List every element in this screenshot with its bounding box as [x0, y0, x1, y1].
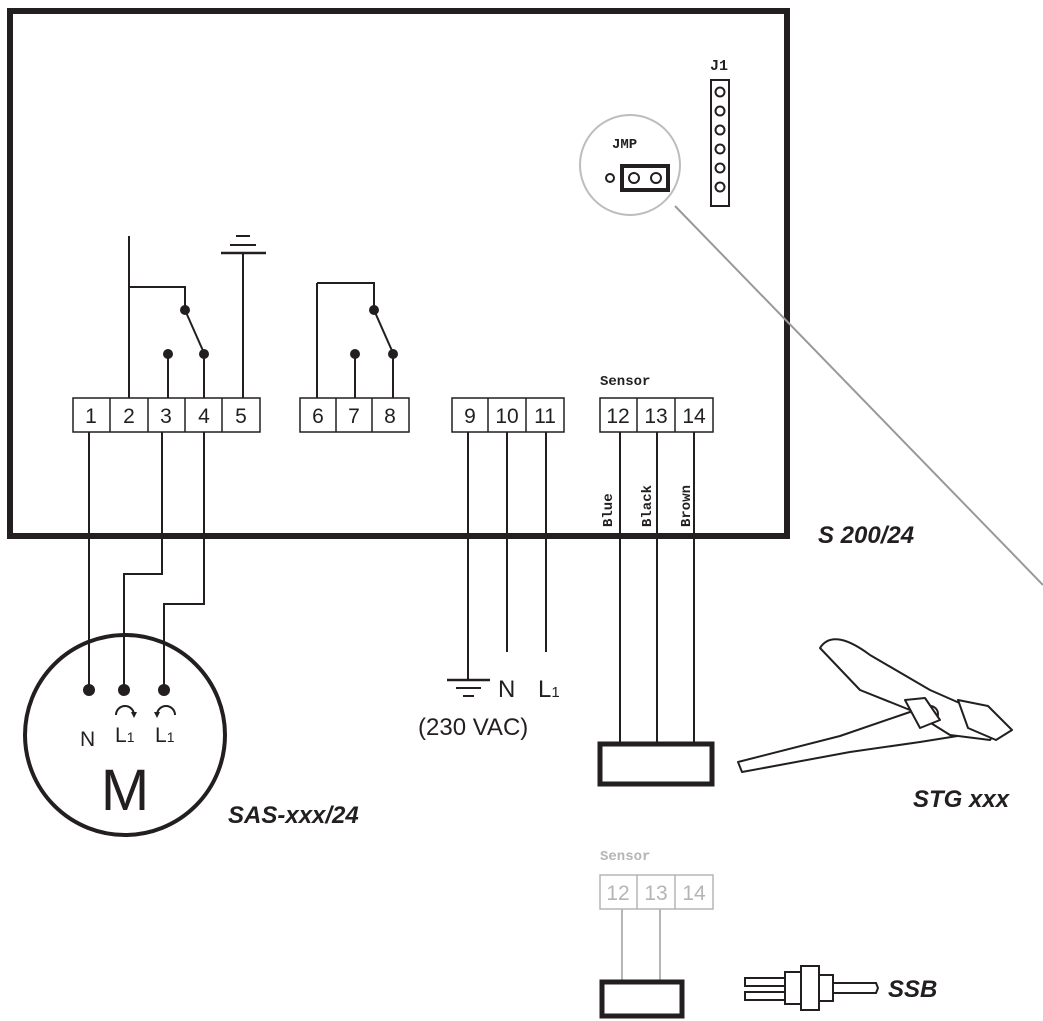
terminal-label: 5	[235, 405, 247, 428]
alt-sensor-label: Sensor	[600, 849, 650, 865]
alt-terminal-block	[599, 874, 714, 910]
counterclockwise-arrow-icon	[156, 705, 176, 716]
jumper-pins	[605, 164, 670, 192]
ssb-model-label: SSB	[888, 976, 937, 1003]
motor-model-label: SAS-xxx/24	[228, 802, 359, 829]
terminal-label: 4	[198, 405, 210, 428]
terminal-label: 6	[312, 405, 324, 428]
power-n-label: N	[498, 676, 515, 703]
terminal-label: 2	[123, 405, 135, 428]
motor-wiring	[88, 432, 205, 690]
clamp-sensor-model-label: STG xxx	[913, 786, 1011, 813]
terminal-label: 11	[534, 405, 556, 428]
alt-sensor-box	[599, 979, 685, 1019]
j1-label: J1	[710, 58, 728, 75]
alt-terminal-label: 13	[644, 882, 667, 905]
terminal-label: 7	[348, 405, 360, 428]
ground-symbol-terminal-5	[221, 235, 266, 398]
controller-model-label: S 200/24	[818, 522, 914, 549]
terminal-label: 3	[160, 405, 172, 428]
wire-color-label: Blue	[601, 493, 617, 527]
ssb-switch-icon	[744, 965, 880, 1011]
ground-symbol-power	[447, 678, 490, 697]
terminal-label: 8	[384, 405, 396, 428]
motor-symbol: M	[101, 758, 149, 823]
j1-pin-header	[710, 79, 730, 207]
jmp-label: JMP	[612, 137, 637, 153]
motor-n-label: N	[80, 728, 95, 751]
sensor-wiring	[619, 432, 695, 744]
motor-circle	[23, 633, 227, 837]
wire-color-label: Black	[640, 485, 656, 527]
power-wiring	[467, 432, 547, 680]
terminal-label: 12	[606, 405, 629, 428]
wire-color-label: Brown	[679, 485, 695, 527]
terminal-block-1-5	[72, 397, 261, 433]
terminal-label: 9	[464, 405, 476, 428]
relay-1-contacts	[128, 236, 209, 398]
sensor-cable-box	[597, 741, 715, 787]
terminal-block-9-11	[451, 397, 565, 433]
alt-terminal-label: 12	[606, 882, 629, 905]
clockwise-arrow-icon	[115, 705, 135, 716]
terminal-block-12-14	[599, 397, 714, 433]
terminal-label: 1	[85, 405, 97, 428]
motor-l1-label: L1	[115, 724, 135, 747]
sensor-label: Sensor	[600, 374, 650, 390]
alt-terminal-label: 14	[682, 882, 706, 905]
power-voltage-label: (230 VAC)	[418, 714, 528, 741]
terminal-label: 10	[495, 405, 518, 428]
clamp-sensor-icon	[737, 638, 1013, 773]
power-l1-label: L1	[538, 676, 560, 703]
controller-enclosure	[7, 8, 790, 539]
terminal-label: 14	[682, 405, 706, 428]
alt-sensor-wiring	[621, 909, 661, 982]
relay-2-contacts	[316, 282, 398, 398]
terminal-label: 13	[644, 405, 667, 428]
motor-l1-label: L1	[155, 724, 175, 747]
